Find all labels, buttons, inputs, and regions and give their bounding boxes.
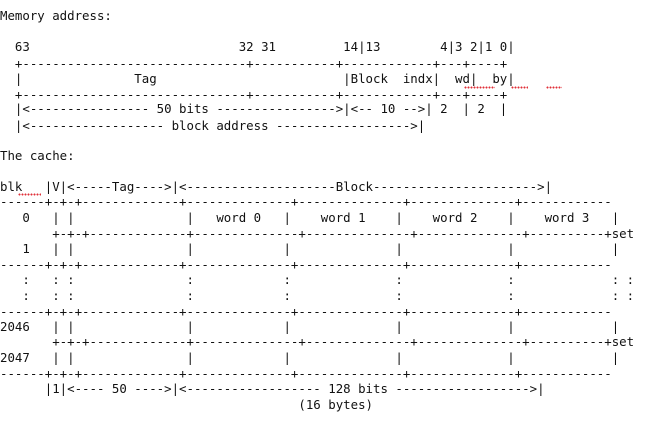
cache-row-block-0: 0 | | | word 0 | word 1 | word 2 | word … <box>0 210 620 225</box>
cache-ellipsis-row: : : : : : : : : : <box>0 288 635 303</box>
cache-column-header: blk |V|<-----Tag---->|<-----------------… <box>0 179 553 194</box>
address-bit-widths-row: |<---------------- 50 bits -------------… <box>0 101 508 116</box>
cache-top-rule: ------+-+-+-------------+--------------+… <box>0 194 612 209</box>
address-top-border: +------------------------------+--------… <box>0 56 508 71</box>
cache-row-block-2046: 2046 | | | | | | | <box>0 319 620 334</box>
cache-set-separator: +-+-+-------------+--------------+------… <box>0 226 635 241</box>
cache-bytes-note: (16 bytes) <box>0 397 373 412</box>
cache-bottom-rule: ------+-+-+-------------+--------------+… <box>0 366 612 381</box>
spellcheck-underline-by <box>546 86 562 89</box>
block-address-row: |<------------------ block address -----… <box>0 118 426 133</box>
bit-position-labels: 63 32 31 14|13 4|3 2|1 0| <box>0 39 515 54</box>
address-fields-row: | Tag |Block indx| wd| by| <box>0 71 515 86</box>
spellcheck-underline-blk <box>18 193 41 196</box>
memory-address-heading: Memory address: <box>0 8 112 23</box>
cache-set-separator: +-+-+-------------+--------------+------… <box>0 334 635 349</box>
cache-row-block-1: 1 | | | | | | | <box>0 241 620 256</box>
spellcheck-underline-indx <box>464 86 495 89</box>
address-bottom-border: +------------------------------+--------… <box>0 87 508 102</box>
cache-field-widths-row: |1|<---- 50 ---->|<------------------ 12… <box>0 381 545 396</box>
cache-heading: The cache: <box>0 148 75 163</box>
cache-ellipsis-row: : : : : : : : : : <box>0 272 635 287</box>
spellcheck-underline-wd <box>511 86 528 89</box>
cache-row-block-2047: 2047 | | | | | | | <box>0 350 620 365</box>
cache-rule-between-sets: ------+-+-+-------------+--------------+… <box>0 304 612 319</box>
cache-rule-between-sets: ------+-+-+-------------+--------------+… <box>0 257 612 272</box>
